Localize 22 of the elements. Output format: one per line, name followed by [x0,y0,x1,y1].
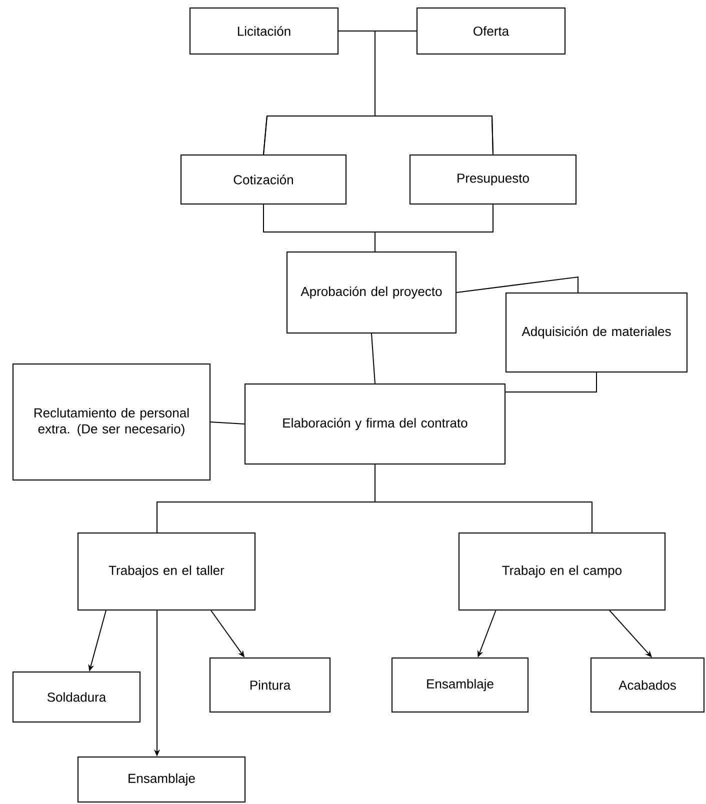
process-box: Oferta [416,8,566,54]
connector-line [371,333,376,384]
process-box: Presupuesto [410,154,576,204]
connector-line [456,276,578,293]
process-box: Trabajos en el taller [78,532,256,610]
process-box: Aprobación del proyecto [286,252,456,334]
process-box: Licitación [190,8,338,54]
process-box: Ensamblaje [392,658,528,712]
connector-line [505,372,597,392]
note-box: Reclutamiento de personal extra. (De ser necesario) [12,364,210,480]
process-box: Pintura [210,658,330,712]
connector-line [374,464,592,533]
process-box: Cotización [180,154,346,204]
process-box: Acabados [590,658,704,712]
process-box: Ensamblaje [78,756,246,802]
connector-line [374,204,494,252]
process-box: Soldadura [12,672,140,722]
process-box: Elaboración y firma del contrato [244,384,506,464]
process-box: Adquisición de materiales [506,292,688,372]
process-box: Trabajo en el campo [458,532,666,610]
connector-line [374,30,494,155]
connector-line [210,422,245,424]
